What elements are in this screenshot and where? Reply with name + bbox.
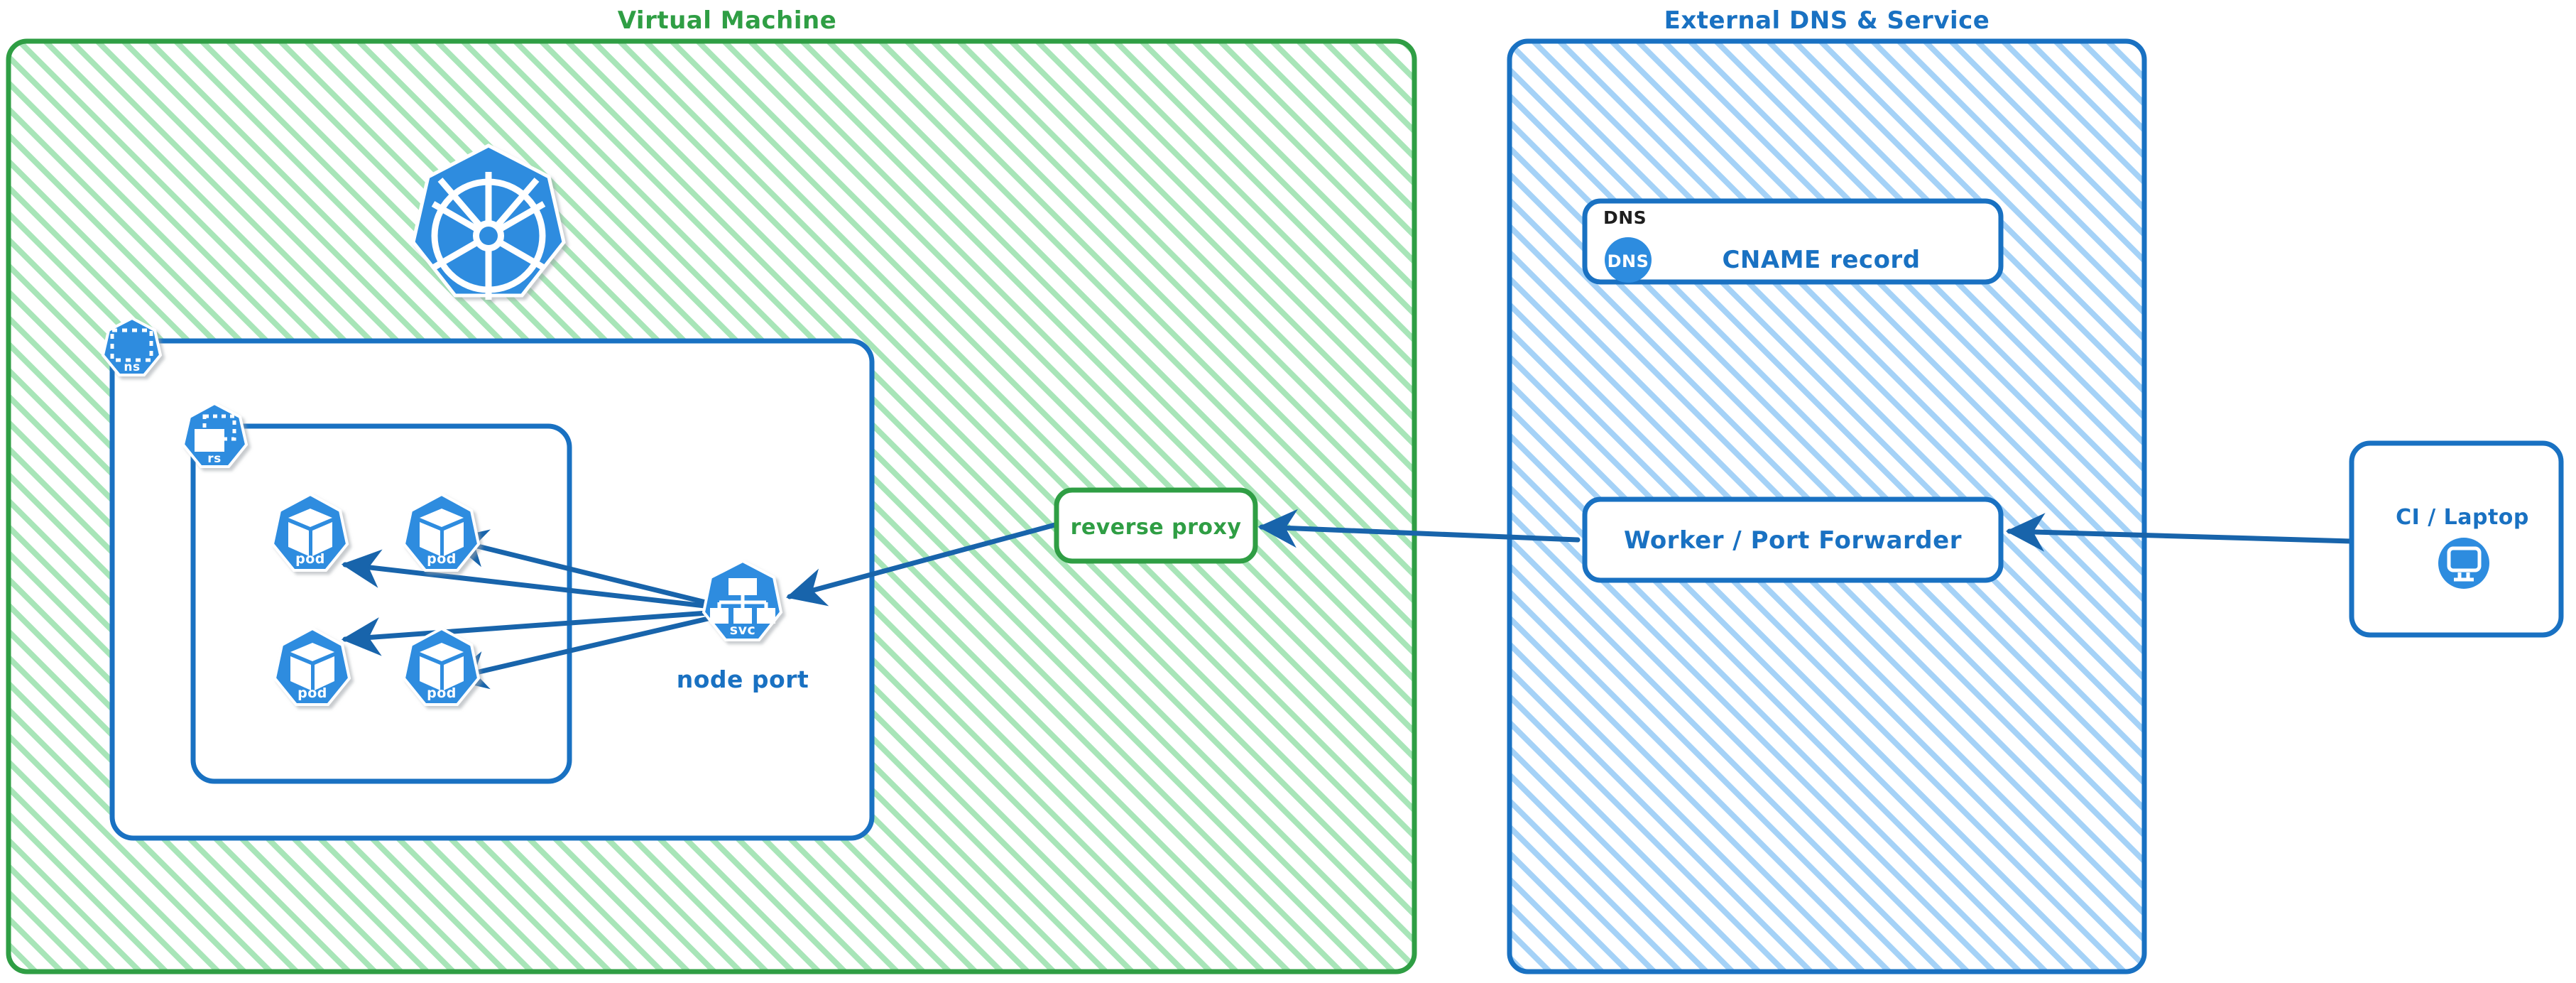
namespace-label: ns	[124, 360, 140, 374]
worker-port-forwarder-label: Worker / Port Forwarder	[1624, 526, 1962, 555]
kubernetes-wheel-icon	[411, 143, 566, 300]
pod-cube-glyph	[420, 643, 464, 690]
node-port-label: node port	[677, 666, 809, 693]
pod-cube-glyph	[288, 509, 332, 556]
reverse-proxy-label: reverse proxy	[1071, 515, 1242, 540]
edge-service-to-pod-1	[341, 549, 720, 610]
virtual-machine-title: Virtual Machine	[618, 6, 837, 35]
service-label: svc	[730, 622, 755, 638]
pod-node-4[interactable]: pod	[402, 626, 481, 706]
connections	[341, 509, 2354, 690]
worker-port-forwarder-frame	[1582, 496, 2004, 583]
replicaset-glyph-dashed	[202, 414, 236, 441]
pod-node-2[interactable]: pod	[402, 492, 481, 572]
dns-record-frame	[1582, 198, 2004, 285]
reverse-proxy-frame	[1054, 487, 1258, 564]
dns-record-box[interactable]: DNS DNS CNAME record	[1582, 198, 2004, 285]
pod-node-1[interactable]: pod	[271, 492, 349, 572]
pod-icon	[402, 492, 481, 572]
dns-group-label: DNS	[1603, 207, 1647, 228]
replicaset-glyph-solid	[195, 429, 224, 452]
zone-external-dns-service: External DNS & Service	[1507, 6, 2147, 974]
pod-node-3[interactable]: pod	[273, 626, 351, 706]
ci-laptop-label: CI / Laptop	[2396, 505, 2529, 530]
replicaset-container	[190, 423, 572, 784]
pod-label: pod	[427, 685, 457, 701]
pod-icon	[271, 492, 349, 572]
service-tree-glyph	[710, 578, 775, 624]
pod-label: pod	[295, 551, 325, 567]
cname-record-label: CNAME record	[1722, 246, 1920, 274]
dns-badge-icon	[1605, 237, 1652, 283]
pod-label: pod	[427, 551, 457, 567]
edge-reverse-proxy-to-service	[785, 518, 1074, 607]
pod-icon	[402, 626, 481, 706]
external-dns-service-title: External DNS & Service	[1664, 6, 1990, 35]
edge-worker-to-reverse-proxy	[1257, 509, 1581, 548]
ci-laptop-box[interactable]: CI / Laptop	[2349, 440, 2564, 638]
dns-badge-label: DNS	[1608, 251, 1649, 271]
pod-cube-glyph	[290, 643, 334, 690]
replicaset-node[interactable]: rs	[181, 401, 249, 468]
monitor-icon	[2438, 538, 2489, 589]
edge-service-to-pod-3	[341, 609, 720, 656]
pod-icon	[273, 626, 351, 706]
pod-label: pod	[298, 685, 327, 701]
namespace-node[interactable]: ns	[101, 316, 163, 376]
replicaset-label: rs	[207, 452, 222, 466]
reverse-proxy-box[interactable]: reverse proxy	[1054, 487, 1258, 564]
service-node[interactable]: svc	[702, 559, 783, 641]
worker-port-forwarder-box[interactable]: Worker / Port Forwarder	[1582, 496, 2004, 583]
edge-ci-laptop-to-worker	[2005, 513, 2354, 552]
namespace-glyph	[110, 328, 153, 362]
pod-cube-glyph	[420, 509, 464, 556]
edge-service-to-pod-2	[447, 529, 720, 608]
edge-service-to-pod-4	[447, 614, 720, 690]
